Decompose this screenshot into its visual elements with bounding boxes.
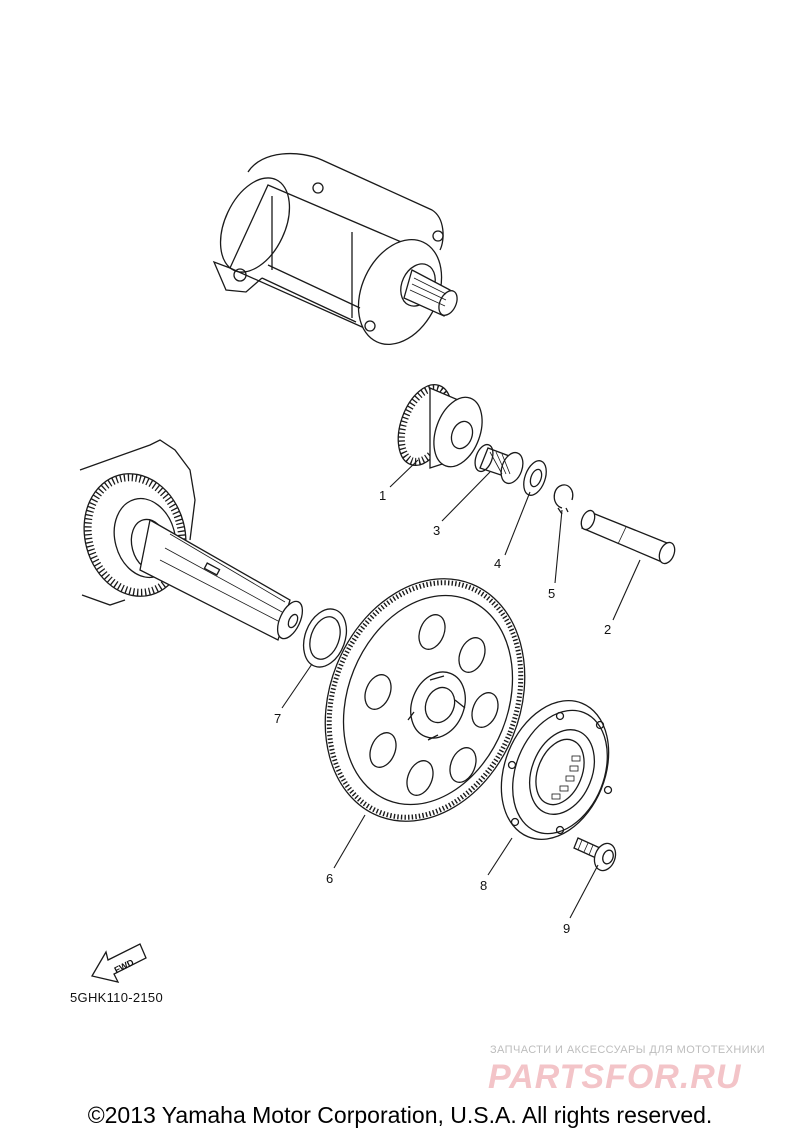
part-8-one-way-clutch [500, 700, 613, 840]
part-1-idle-gear [397, 384, 483, 469]
part-5-circlip [553, 484, 574, 515]
copyright-notice: ©2013 Yamaha Motor Corporation, U.S.A. A… [87, 1102, 713, 1128]
crankshaft [79, 439, 304, 641]
callout-5: 5 [548, 586, 555, 601]
callout-1: 1 [379, 488, 386, 503]
callout-6: 6 [326, 871, 333, 886]
part-9-bolt [573, 837, 617, 872]
callout-4: 4 [494, 556, 501, 571]
part-2-shaft [580, 509, 676, 565]
fwd-arrow-icon: FWD [90, 943, 147, 983]
callout-9: 9 [563, 921, 570, 936]
watermark-logo: PARTSFOR.RU [488, 1058, 742, 1096]
callout-8: 8 [480, 878, 487, 893]
part-4-washer [523, 460, 547, 496]
callout-labels: 1 2 3 4 5 6 7 8 9 [274, 488, 611, 936]
leader-lines [281, 459, 641, 919]
watermark-tagline: ЗАПЧАСТИ И АКСЕССУАРЫ ДЛЯ МОТОТЕХНИКИ [490, 1044, 766, 1056]
callout-7: 7 [274, 711, 281, 726]
callout-2: 2 [604, 622, 611, 637]
callout-3: 3 [433, 523, 440, 538]
part-6-large-gear [324, 578, 526, 822]
part-7-washer [302, 608, 348, 668]
diagram-code: 5GHK110-2150 [70, 990, 163, 1005]
part-3-bearing [474, 443, 524, 485]
starter-motor [212, 152, 458, 346]
